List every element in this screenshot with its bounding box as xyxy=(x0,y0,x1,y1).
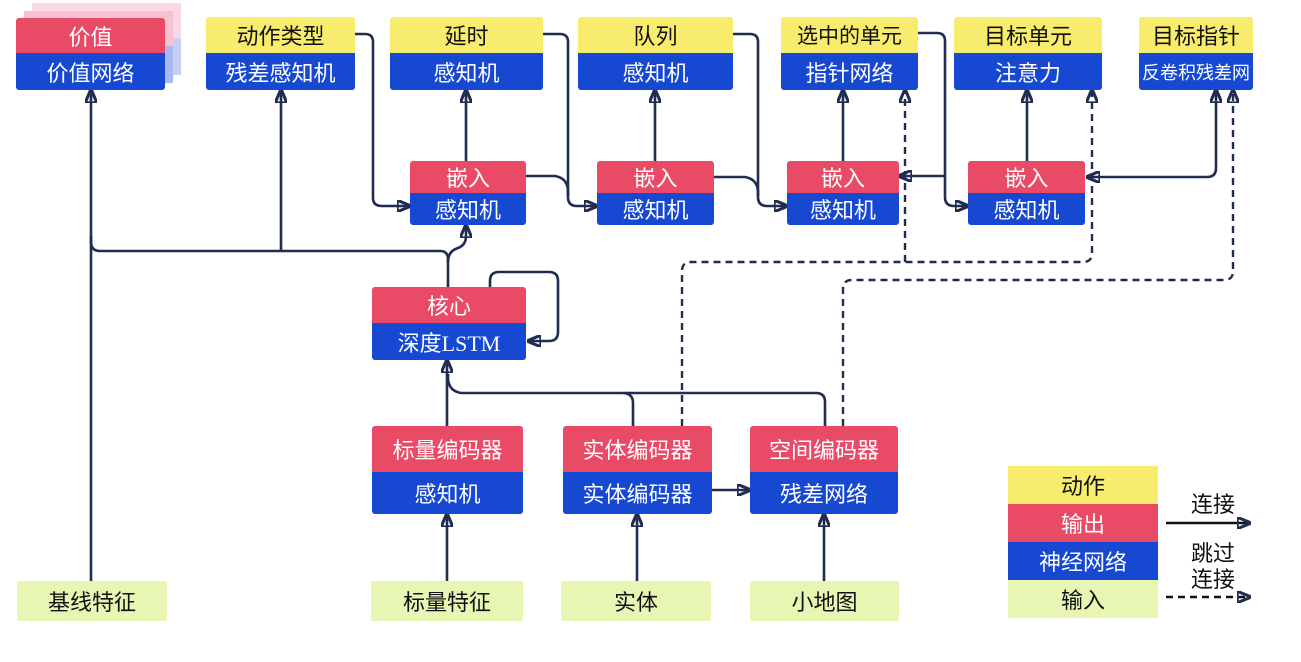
legend-solid-edge-label: 连接 xyxy=(1190,492,1235,517)
legend-output: 输出 xyxy=(1008,504,1158,542)
edge-core-to-embed1 xyxy=(446,225,466,263)
embed-4-head-label: 嵌入 xyxy=(968,161,1085,193)
spatial-encoder-body-label: 残差网络 xyxy=(750,472,898,514)
edge-delay-to-embed2 xyxy=(543,32,597,206)
action-type-head-label: 动作类型 xyxy=(206,17,355,53)
target-point-body-label: 反卷积残差网 xyxy=(1139,53,1253,90)
edge-action-type-to-embed1 xyxy=(355,32,410,206)
selected-units-body-label: 指针网络 xyxy=(781,53,918,90)
node-embed-4: 嵌入 感知机 xyxy=(968,161,1085,225)
edge-embed2-out xyxy=(714,175,760,196)
edge-selected-units-to-embed4 xyxy=(918,31,968,206)
action-type-body-label: 残差感知机 xyxy=(206,53,355,90)
node-embed-1: 嵌入 感知机 xyxy=(410,161,526,225)
node-target-unit: 目标单元 注意力 xyxy=(954,17,1102,90)
queue-body-label: 感知机 xyxy=(578,53,733,90)
edge-core-self-loop xyxy=(488,270,560,341)
legend-dashed-edge-label-line1: 跳过 xyxy=(1190,541,1235,566)
entity-encoder-head-label: 实体编码器 xyxy=(563,426,712,472)
node-delay: 延时 感知机 xyxy=(390,17,543,90)
value-body-label: 价值网络 xyxy=(16,53,165,90)
edge-spatial-encoder-bus xyxy=(446,374,827,426)
skip-spatial-to-target-point xyxy=(841,90,1233,426)
node-embed-2: 嵌入 感知机 xyxy=(597,161,714,225)
edge-queue-to-embed3 xyxy=(733,32,787,206)
node-spatial-encoder: 空间编码器 残差网络 xyxy=(750,426,898,514)
node-selected-units: 选中的单元 指针网络 xyxy=(781,17,918,90)
embed-1-head-label: 嵌入 xyxy=(410,161,526,193)
target-point-head-label: 目标指针 xyxy=(1139,17,1253,53)
node-scalar-encoder: 标量编码器 感知机 xyxy=(372,426,523,514)
node-queue: 队列 感知机 xyxy=(578,17,733,90)
delay-head-label: 延时 xyxy=(390,17,543,53)
node-minimap: 小地图 xyxy=(750,581,899,621)
node-entities: 实体 xyxy=(561,581,711,621)
legend-input: 输入 xyxy=(1008,580,1158,618)
legend-network: 神经网络 xyxy=(1008,542,1158,580)
embed-4-body-label: 感知机 xyxy=(968,193,1085,225)
node-target-point: 目标指针 反卷积残差网 xyxy=(1139,17,1253,90)
core-body-label: 深度LSTM xyxy=(372,323,526,360)
queue-head-label: 队列 xyxy=(578,17,733,53)
embed-2-head-label: 嵌入 xyxy=(597,161,714,193)
target-unit-head-label: 目标单元 xyxy=(954,17,1102,53)
node-entity-encoder: 实体编码器 实体编码器 xyxy=(563,426,712,514)
scalar-encoder-body-label: 感知机 xyxy=(372,472,523,514)
skip-entity-to-target-unit xyxy=(680,90,1092,426)
node-scalar-features: 标量特征 xyxy=(371,581,523,621)
node-action-type: 动作类型 残差感知机 xyxy=(206,17,355,90)
target-unit-body-label: 注意力 xyxy=(954,53,1102,90)
embed-3-head-label: 嵌入 xyxy=(787,161,899,193)
node-embed-3: 嵌入 感知机 xyxy=(787,161,899,225)
edge-embed4-target-point xyxy=(1087,90,1216,177)
embed-3-body-label: 感知机 xyxy=(787,193,899,225)
spatial-encoder-head-label: 空间编码器 xyxy=(750,426,898,472)
entity-encoder-body-label: 实体编码器 xyxy=(563,472,712,514)
node-value: 价值 价值网络 xyxy=(16,3,181,90)
edge-embed1-out xyxy=(526,174,570,196)
legend: 动作 输出 神经网络 输入 xyxy=(1008,466,1158,618)
legend-dashed-edge-label-line2: 连接 xyxy=(1190,567,1235,592)
selected-units-head-label: 选中的单元 xyxy=(781,17,918,53)
edge-entity-encoder-riser xyxy=(623,391,635,426)
scalar-encoder-head-label: 标量编码器 xyxy=(372,426,523,472)
node-core: 核心 深度LSTM xyxy=(372,287,526,360)
embed-1-body-label: 感知机 xyxy=(410,193,526,225)
node-baseline-features: 基线特征 xyxy=(17,581,167,621)
value-head-label: 价值 xyxy=(16,18,165,53)
core-head-label: 核心 xyxy=(372,287,526,323)
embed-2-body-label: 感知机 xyxy=(597,193,714,225)
edge-core-bus-left xyxy=(89,236,450,287)
delay-body-label: 感知机 xyxy=(390,53,543,90)
legend-action: 动作 xyxy=(1008,466,1158,504)
